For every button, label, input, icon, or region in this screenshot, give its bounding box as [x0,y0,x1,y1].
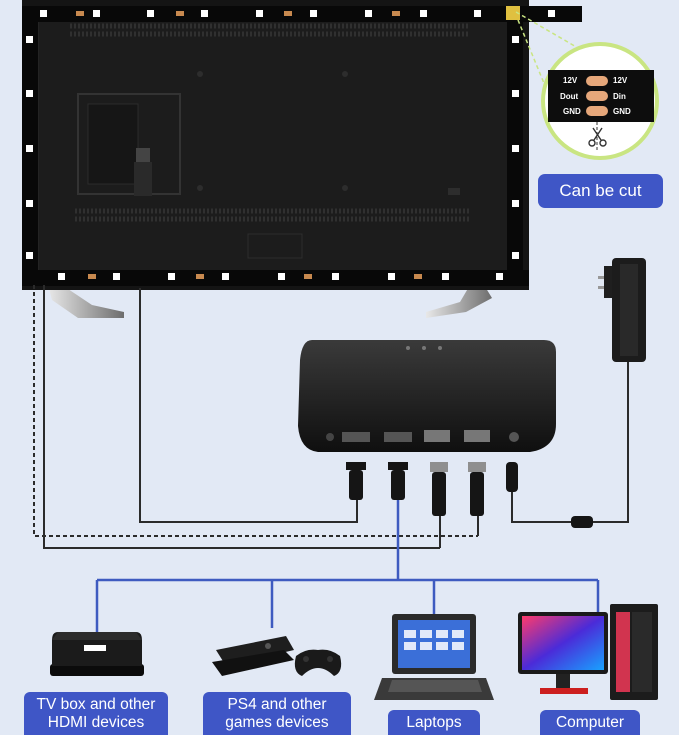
cables [33,285,629,632]
pin-right-din: Din [613,92,626,101]
cut-point-callout [515,11,659,160]
sync-box [298,340,556,452]
pin-left-gnd: GND [563,107,581,116]
scissors-icon [588,127,607,147]
laptop-label: Laptops [388,710,480,735]
pin-right-12v: 12V [613,76,628,85]
game-console-icon [212,636,342,676]
cable-connectors [346,462,593,528]
tv-back [22,0,529,290]
tv-box-icon [50,632,144,676]
can-be-cut-label: Can be cut [538,174,663,208]
tv-stand-right [426,285,492,318]
pin-left-dout: Dout [560,92,579,101]
tv-stand-left [48,285,124,318]
ps4-label: PS4 and other games devices [203,692,351,735]
desktop-computer-icon [518,604,658,700]
pin-right-gnd: GND [613,107,631,116]
power-adapter [598,258,646,362]
led-strip [22,6,582,286]
laptop-icon [374,614,494,700]
pin-left-12v: 12V [563,76,578,85]
computer-label: Computer [540,710,640,735]
tv-box-label: TV box and other HDMI devices [24,692,168,735]
